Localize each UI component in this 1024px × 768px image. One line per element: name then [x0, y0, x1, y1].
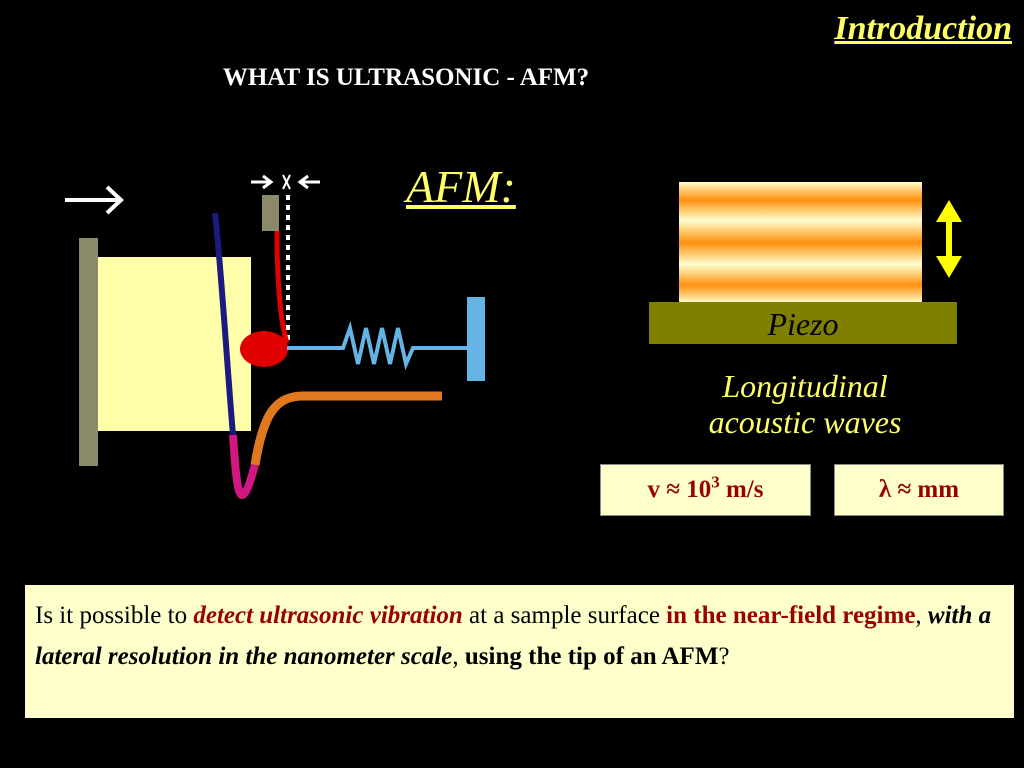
- spring: [287, 297, 485, 381]
- afm-schematic: [65, 174, 485, 500]
- velocity-text: v ≈ 10: [647, 476, 712, 503]
- tip: [240, 331, 288, 367]
- velocity-exponent: 3: [711, 472, 720, 492]
- deflection-marker: [251, 174, 320, 190]
- curve-blue: [212, 212, 236, 436]
- wave-block: [679, 182, 922, 303]
- wave-caption: Longitudinal acoustic waves: [640, 368, 970, 440]
- slide-title: WHAT IS ULTRASONIC - AFM?: [222, 64, 590, 91]
- cantilever: [274, 230, 290, 344]
- section-heading: Introduction: [834, 10, 1012, 47]
- question-text-1: Is it possible to: [35, 602, 194, 629]
- afm-label: AFM:: [406, 161, 516, 212]
- wavelength-box: λ ≈ mm: [834, 464, 1004, 516]
- question-emphasis-3: with a lateral resolution in the nanomet…: [35, 602, 992, 670]
- question-emphasis-1: detect ultrasonic vibration: [193, 602, 463, 629]
- wave-caption-line2: acoustic waves: [708, 404, 902, 440]
- piezo-label: Piezo: [649, 302, 957, 344]
- question-text-4: ,: [452, 643, 465, 670]
- wave-caption-line1: Longitudinal: [722, 368, 888, 404]
- velocity-unit: m/s: [719, 476, 764, 503]
- curve-orange: [250, 391, 442, 466]
- right-arrow-icon: [65, 185, 124, 215]
- question-box: Is it possible to detect ultrasonic vibr…: [25, 585, 1014, 718]
- question-emphasis-2: in the near-field regime: [666, 602, 916, 629]
- sample-holder: [79, 238, 98, 466]
- velocity-box: v ≈ 103 m/s: [600, 464, 811, 516]
- curve-magenta: [229, 434, 259, 500]
- question-text-3: ,: [915, 602, 928, 629]
- question-emphasis-4: using the tip of an AFM: [464, 643, 719, 670]
- question-text-2: at a sample surface: [462, 602, 667, 629]
- double-arrow-icon: [936, 200, 962, 278]
- question-text-5: ?: [718, 643, 730, 670]
- cantilever-base: [262, 195, 279, 231]
